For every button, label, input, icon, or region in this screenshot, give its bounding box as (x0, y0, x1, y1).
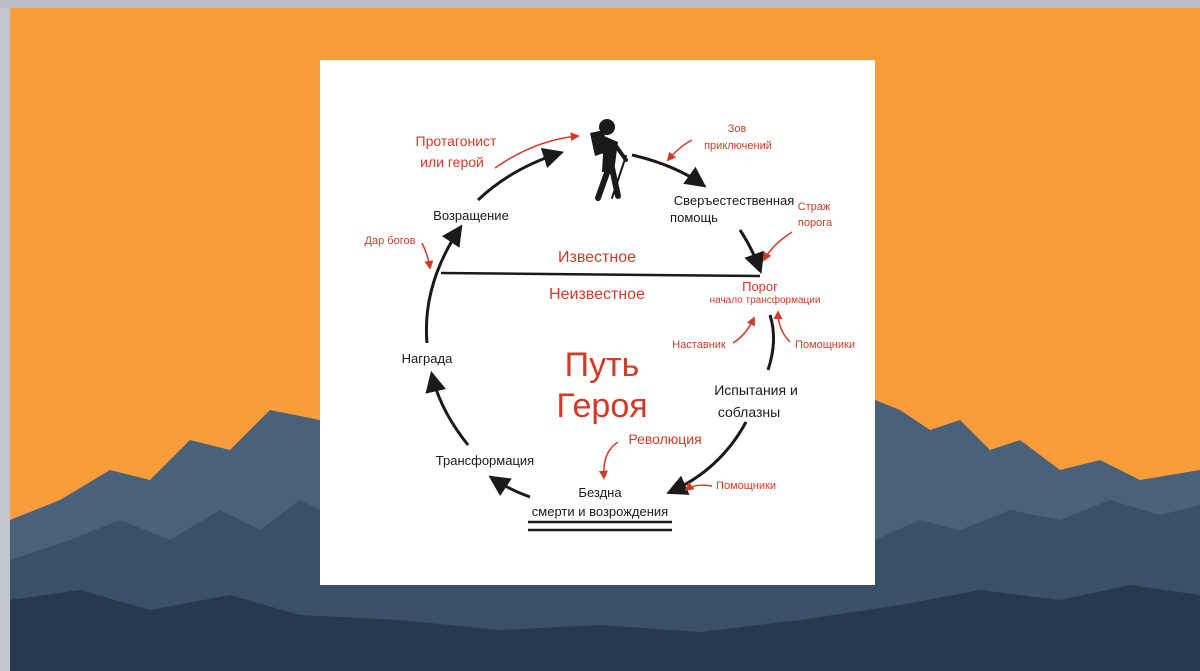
protagonist-label-2: или герой (420, 154, 484, 170)
hero-journey-card: Сверъестественная помощь Порог начало тр… (320, 60, 875, 585)
supernatural-label-1: Сверъестественная (674, 193, 795, 208)
call-label-2: приключений (704, 140, 772, 152)
return-label: Возращение (433, 208, 509, 223)
threshold-label: Порог (742, 279, 778, 294)
trials-label-1: Испытания и (714, 382, 798, 398)
arc-transformation-to-reward (432, 375, 468, 445)
known-label: Известное (558, 249, 636, 266)
abyss-label-2: смерти и возрождения (532, 504, 668, 519)
call-arrow (668, 140, 692, 160)
gift-arrow (422, 243, 430, 268)
title-line-1: Путь (565, 346, 640, 384)
supernatural-label-2: помощь (670, 210, 718, 225)
mentor-arrow (733, 318, 754, 343)
unknown-label: Неизвестное (549, 286, 645, 303)
abyss-label-1: Бездна (578, 485, 622, 500)
arc-abyss-to-transformation (492, 478, 530, 497)
trials-label-2: соблазны (718, 404, 780, 420)
mentor-label: Наставник (672, 339, 726, 351)
helpers-top-label: Помощники (795, 339, 855, 351)
helpers-bottom-label: Помощники (716, 480, 776, 492)
helpers-bottom-arrow (686, 485, 712, 490)
arc-help-to-threshold (740, 230, 760, 270)
known-unknown-divider (441, 273, 760, 276)
left-strip (0, 8, 10, 671)
revolution-label: Революция (628, 431, 701, 447)
reward-label: Награда (402, 351, 453, 366)
arc-reward-to-return (426, 228, 460, 343)
call-label-1: Зов (728, 123, 747, 135)
gift-label: Дар богов (365, 235, 416, 247)
hiker-icon (590, 119, 626, 198)
guardian-label-1: Страж (798, 201, 831, 213)
arc-threshold-to-trials (768, 315, 774, 370)
protagonist-label-1: Протагонист (416, 133, 498, 149)
annotation-labels: Протагонист или герой Зов приключений Ст… (365, 123, 855, 492)
revolution-arrow (604, 442, 618, 478)
threshold-sublabel: начало трансформации (710, 294, 821, 306)
arc-return-to-hero (478, 153, 560, 200)
helpers-top-arrow (778, 312, 790, 342)
guardian-label-2: порога (798, 217, 833, 229)
title-line-2: Героя (556, 387, 647, 425)
transformation-label: Трансформация (436, 453, 534, 468)
guardian-arrow (764, 232, 792, 260)
top-strip (0, 0, 1200, 8)
